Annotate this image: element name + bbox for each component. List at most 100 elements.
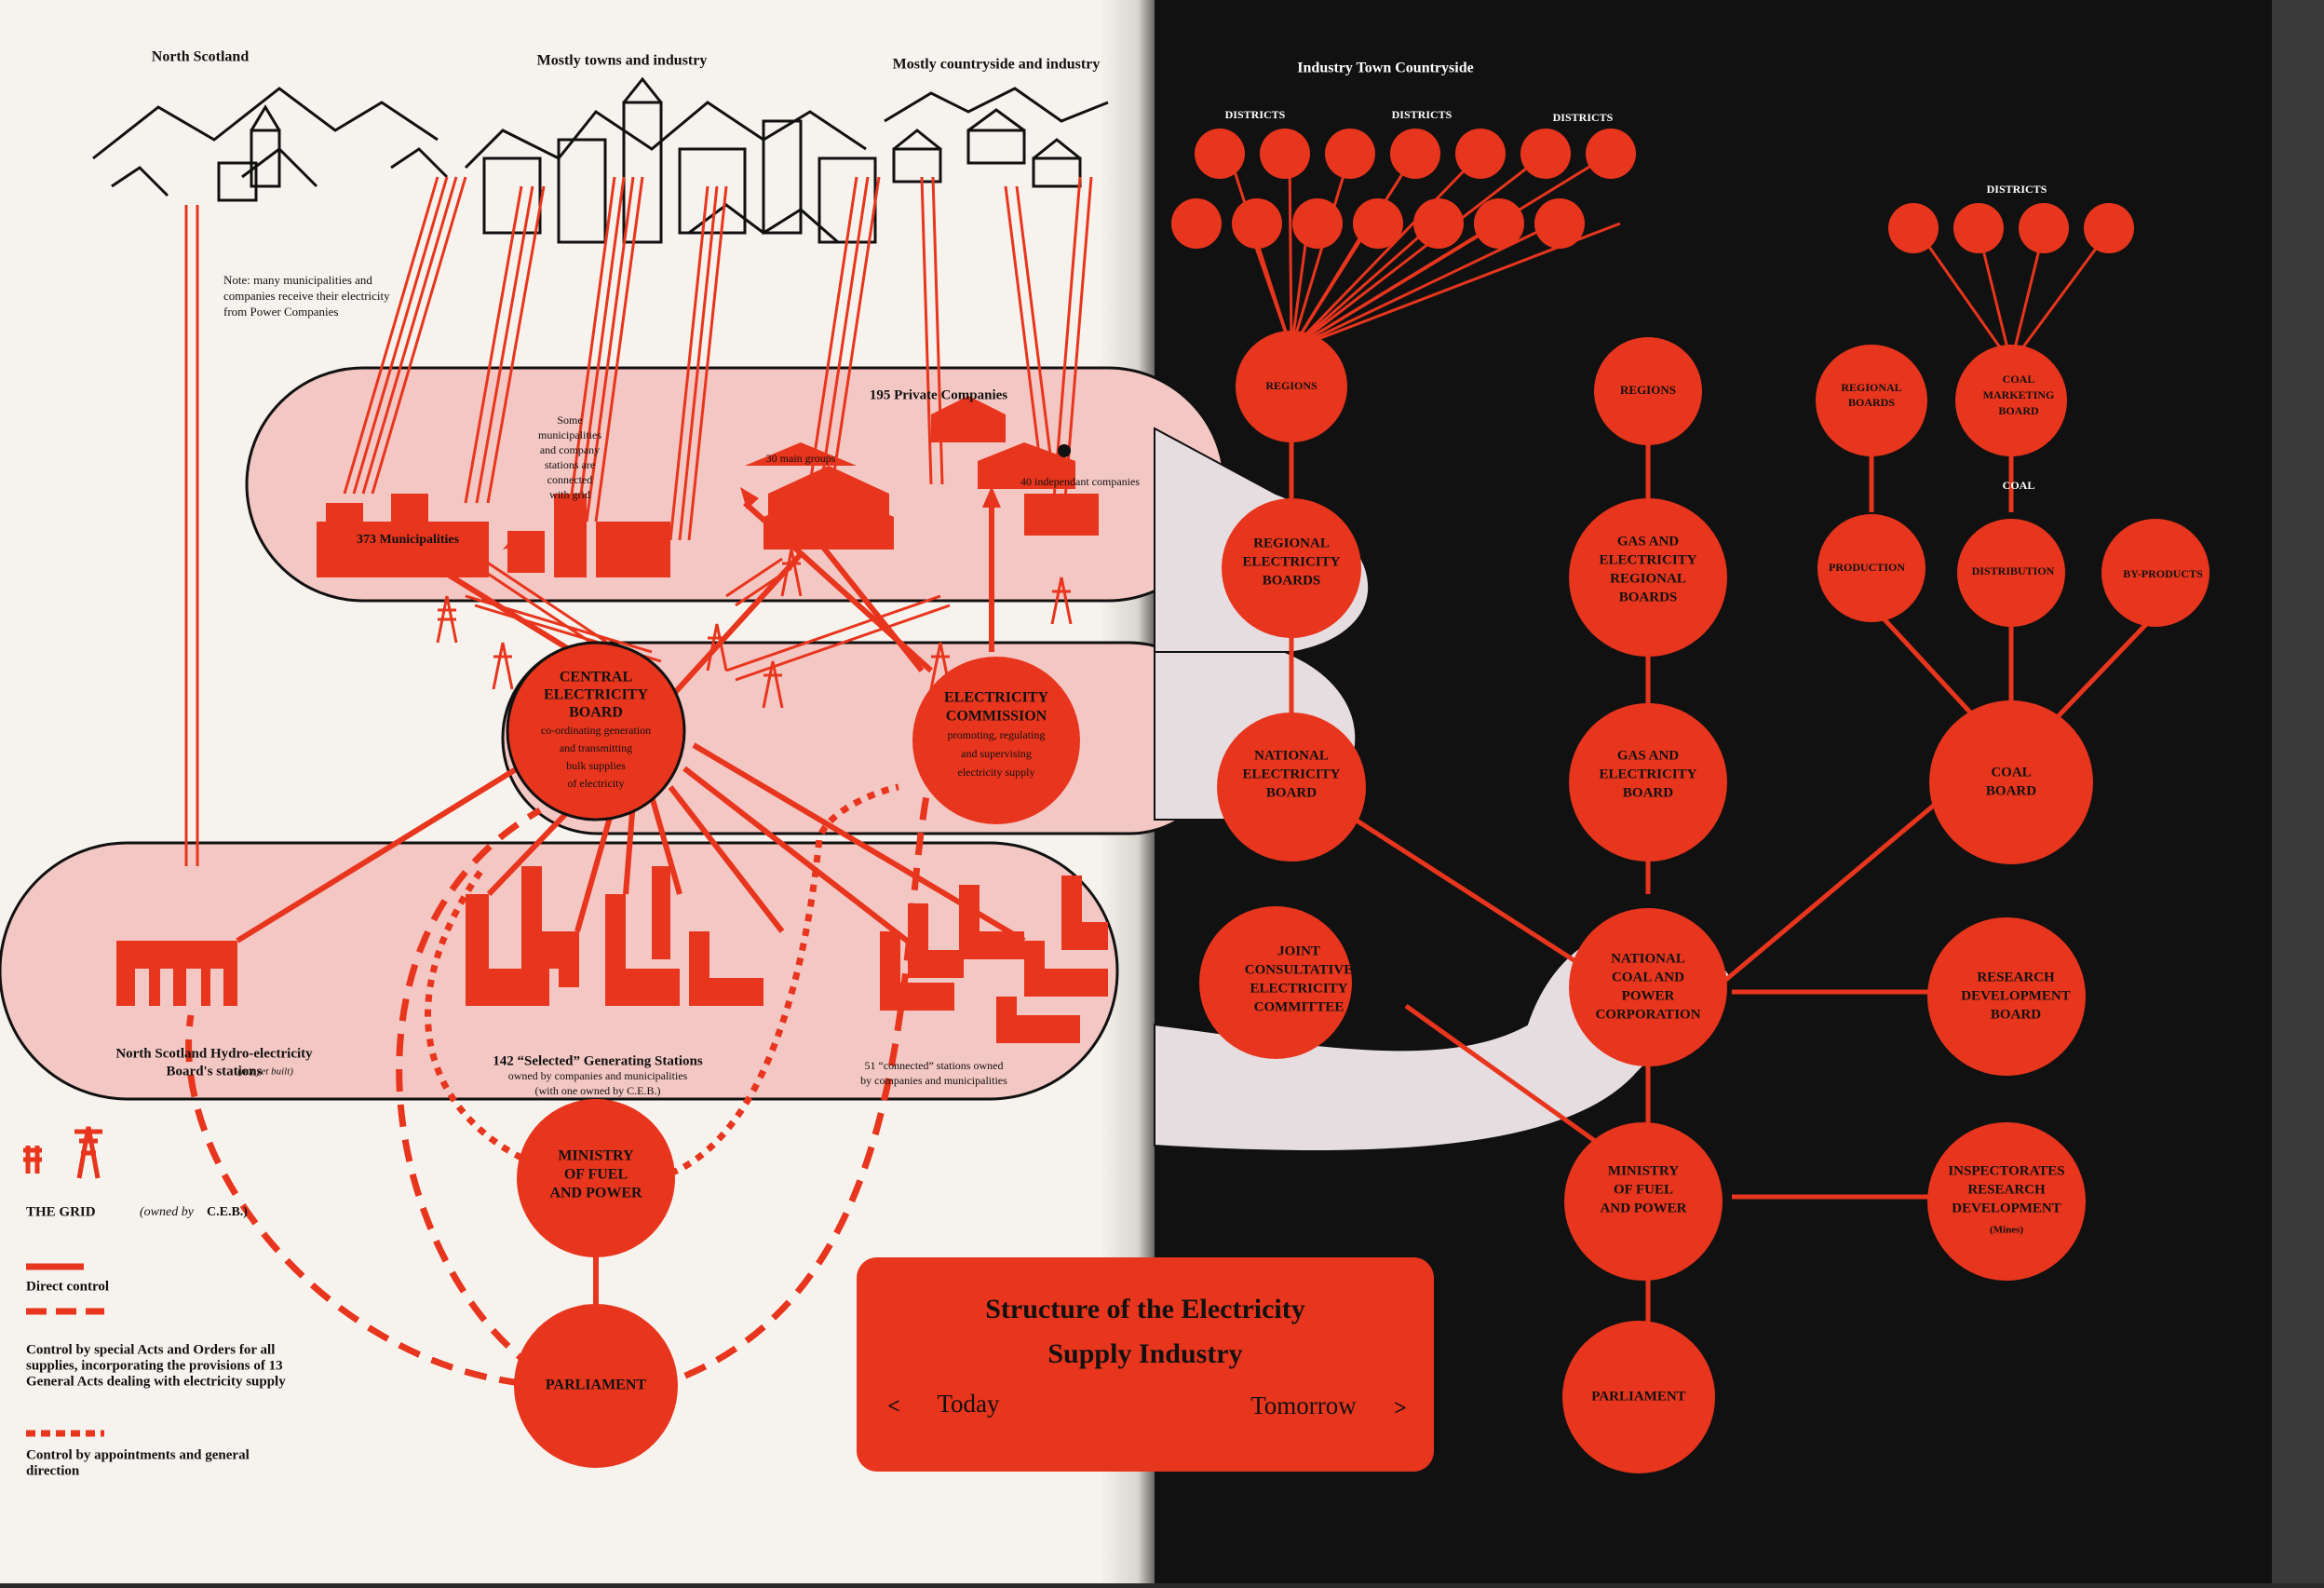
districts-3: DISTRICTS <box>1553 111 1614 124</box>
tomorrow-ncpc-line-1: COAL AND <box>1612 970 1684 984</box>
tomorrow-irdm-line-2: DEVELOPMENT <box>1952 1201 2061 1215</box>
today-some_muni-line-2: and company <box>540 443 600 456</box>
title-box <box>857 1257 1434 1472</box>
header-north_scotland: North Scotland <box>152 49 250 65</box>
today-ceb-line-3: co-ordinating generation <box>541 724 651 737</box>
today-municipalities: 373 Municipalities <box>357 533 460 547</box>
legend-grid_owned: (owned by <box>140 1205 195 1219</box>
legend-appointments-line-1: direction <box>26 1463 80 1478</box>
distribution-node <box>1957 519 2065 627</box>
tomorrow-regions: REGIONS <box>1265 379 1317 392</box>
tomorrow-parliament: PARLIAMENT <box>1591 1389 1685 1404</box>
tomorrow-cmb-line-1: MARKETING <box>1983 388 2055 401</box>
arrow-head-2 <box>503 531 526 550</box>
today-ceb-line-5: bulk supplies <box>566 759 626 772</box>
today-ec-line-1: COMMISSION <box>946 709 1047 725</box>
today-ceb-line-1: ELECTRICITY <box>544 687 648 703</box>
tomorrow-ministry-line-1: OF FUEL <box>1614 1182 1673 1197</box>
header-industry_town_countryside: Industry Town Countryside <box>1297 61 1473 76</box>
tomorrow-byproducts: BY-PRODUCTS <box>2123 567 2203 580</box>
ministry-fuel-power-node-tomorrow <box>1564 1122 1723 1281</box>
inspectorates-node <box>1927 1122 2086 1281</box>
today-selected-line-1: owned by companies and municipalities <box>508 1069 688 1082</box>
today-ec-line-0: ELECTRICITY <box>944 690 1048 706</box>
tomorrow-distribution: DISTRIBUTION <box>1972 564 2055 577</box>
title_box-line1: Structure of the Electricity <box>985 1294 1305 1324</box>
pylon-icons <box>436 549 1073 709</box>
title_box-left_arrow: < <box>887 1395 900 1419</box>
national-coal-power-corporation-node <box>1569 908 1727 1066</box>
tomorrow-geb-line-0: GAS AND <box>1617 748 1679 763</box>
today-ceb-line-6: of electricity <box>568 777 625 790</box>
tomorrow-neb-line-2: BOARD <box>1266 785 1317 800</box>
districts-2: DISTRICTS <box>1392 108 1452 121</box>
header-towns_industry: Mostly towns and industry <box>537 53 708 69</box>
title_box-right_arrow: > <box>1394 1397 1407 1421</box>
central-electricity-board-node <box>506 641 686 821</box>
tomorrow-neb-line-0: NATIONAL <box>1254 748 1329 763</box>
today-ceb-line-4: and transmitting <box>560 741 632 754</box>
tomorrow-reb-line-1: ELECTRICITY <box>1242 554 1340 569</box>
coal-board-node <box>1929 700 2093 864</box>
today-connected-line-0: 51 “connected” stations owned <box>865 1059 1004 1072</box>
tomorrow-districts: DISTRICTS <box>1225 108 1286 121</box>
tomorrow-production: PRODUCTION <box>1829 561 1905 574</box>
today-ec-line-2: promoting, regulating <box>948 728 1046 741</box>
today-some_muni-line-3: stations are <box>545 458 595 471</box>
research-development-board-node <box>1927 917 2086 1076</box>
tomorrow-rdb-line-0: RESEARCH <box>1977 970 2055 984</box>
tomorrow-ministry-line-0: MINISTRY <box>1608 1163 1679 1178</box>
dot-marker <box>1058 444 1071 457</box>
today-ceb-line-2: BOARD <box>569 705 623 721</box>
header-countryside_industry: Mostly countryside and industry <box>893 57 1101 73</box>
tomorrow-irdm-line-0: INSPECTORATES <box>1948 1163 2064 1178</box>
tomorrow-irdm-line-1: RESEARCH <box>1967 1182 2046 1197</box>
hydro-station-icon <box>116 941 237 1006</box>
today-selected-line-0: 142 “Selected” Generating Stations <box>493 1053 703 1068</box>
direct-control-lines <box>236 500 1026 1313</box>
legend-grid_ceb: C.E.B.) <box>207 1205 248 1219</box>
regional-electricity-boards-node <box>1222 498 1361 638</box>
tomorrow-gerb-line-3: BOARDS <box>1619 590 1678 604</box>
tomorrow-cmb-line-0: COAL <box>2003 373 2035 386</box>
parliament-node-tomorrow <box>1562 1321 1715 1473</box>
legend-special-line-2: General Acts dealing with electricity su… <box>26 1374 286 1389</box>
legend-direct: Direct control <box>26 1279 109 1294</box>
today-some_muni-line-4: connected <box>547 473 593 486</box>
tomorrow-jcec-line-3: COMMITTEE <box>1254 999 1344 1014</box>
note-line-0: Note: many municipalities and <box>223 273 372 287</box>
private-company-buildings <box>745 396 1099 550</box>
today-some_muni-line-5: with grid <box>549 488 590 501</box>
regions-node <box>1236 331 1347 442</box>
tomorrow-reb-line-2: BOARDS <box>1263 573 1321 588</box>
tomorrow-ministry-line-2: AND POWER <box>1601 1201 1687 1215</box>
production-node <box>1817 514 1925 622</box>
title_box-today: Today <box>937 1390 1000 1418</box>
tomorrow-cmb-line-2: BOARD <box>1998 404 2039 417</box>
tomorrow-coal_label: COAL <box>2003 479 2035 492</box>
tomorrow-jcec-line-1: CONSULTATIVE <box>1245 962 1353 977</box>
coal-marketing-board-node <box>1955 345 2067 456</box>
note-line-1: companies receive their electricity <box>223 289 390 303</box>
legend-grid: THE GRID <box>26 1204 96 1219</box>
legend-graphics <box>23 1126 102 1179</box>
today-ceb-line-0: CENTRAL <box>560 670 632 685</box>
today-nshb_note: (not yet built) <box>237 1066 293 1078</box>
legend-appointments-line-0: Control by appointments and general <box>26 1447 250 1462</box>
appointment-control-lines <box>425 783 899 1182</box>
today-some_muni-line-0: Some <box>557 414 582 427</box>
national-electricity-board-node <box>1217 713 1366 862</box>
today-parliament: PARLIAMENT <box>546 1378 646 1393</box>
note-line-2: from Power Companies <box>223 305 338 319</box>
district-circles <box>1171 129 2134 253</box>
tomorrow-gerb-line-1: ELECTRICITY <box>1599 552 1696 567</box>
by-products-node <box>2101 519 2209 627</box>
page-edge <box>2272 0 2324 1583</box>
ministry-fuel-power-node-today <box>517 1099 675 1257</box>
tomorrow-neb-line-1: ELECTRICITY <box>1242 767 1340 781</box>
today-independent: 40 independant companies <box>1020 475 1140 488</box>
tomorrow-reb-line-0: REGIONAL <box>1253 536 1330 550</box>
tomorrow-ncpc-line-2: POWER <box>1622 988 1675 1003</box>
